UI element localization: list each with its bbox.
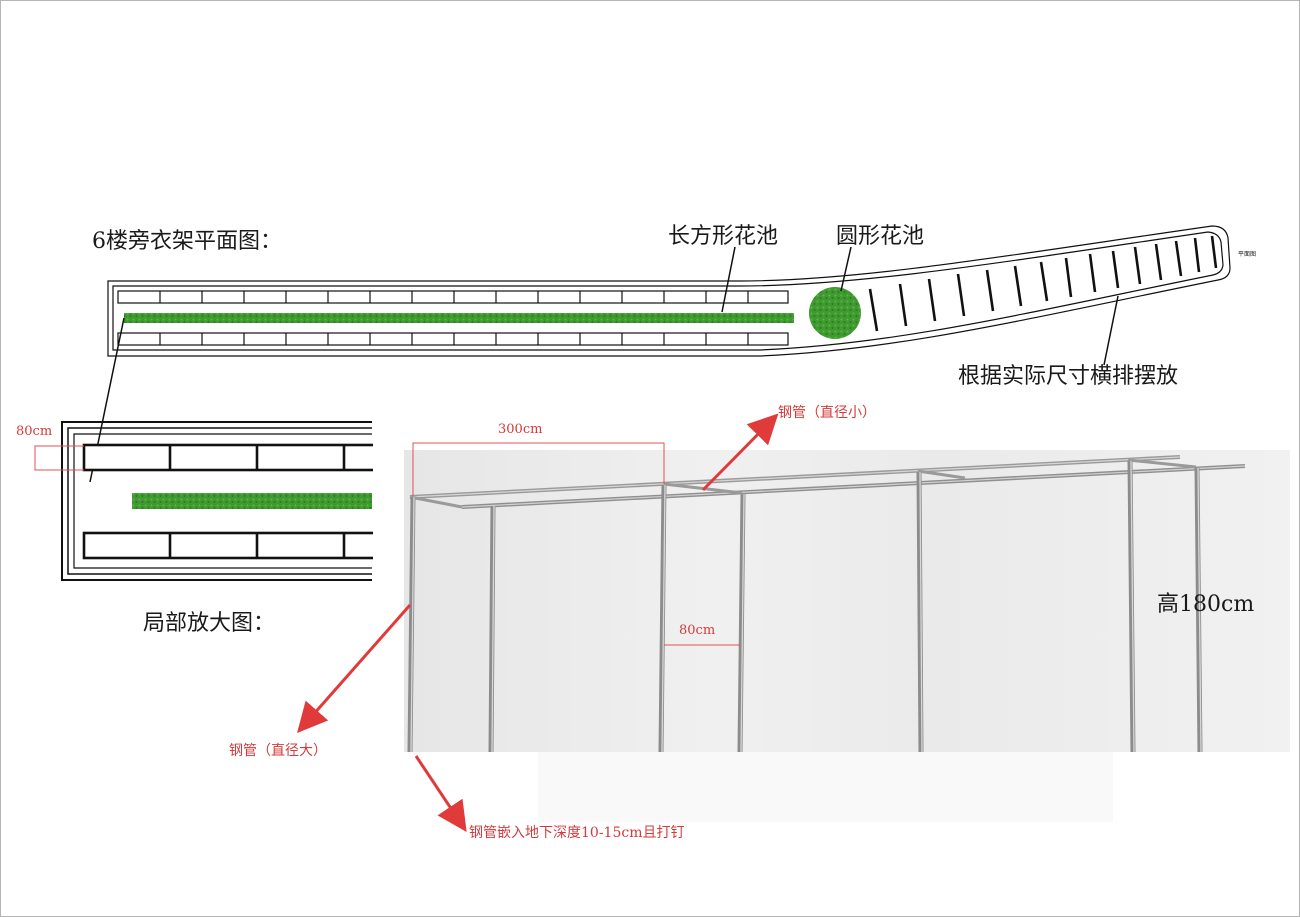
detail-width-label: 80cm bbox=[16, 424, 53, 439]
detail-width-bracket bbox=[34, 445, 84, 471]
arrange-note: 根据实际尺寸横排摆放 bbox=[958, 364, 1179, 389]
rect-pool-label: 长方形花池 bbox=[668, 224, 779, 249]
photo-shadow bbox=[538, 752, 1113, 822]
pipe-large-label: 钢管（直径大） bbox=[229, 743, 327, 759]
plan-outline bbox=[107, 225, 1231, 357]
pipe-small-label: 钢管（直径小） bbox=[778, 405, 876, 421]
pipe-depth-note: 钢管嵌入地下深度10-15cm且打钉 bbox=[469, 825, 685, 841]
rect-flower-pool bbox=[124, 313, 794, 323]
brick-row-bottom bbox=[117, 332, 789, 346]
detail-grass-strip bbox=[132, 493, 372, 509]
span-dimension bbox=[412, 442, 665, 496]
height-note: 高180cm bbox=[1157, 592, 1255, 617]
red-arrow-icon bbox=[297, 413, 779, 832]
rack-structure bbox=[407, 455, 1246, 753]
frame-width-label: 80cm bbox=[679, 623, 716, 638]
tiny-plan-mark: 平面图 bbox=[1238, 251, 1257, 258]
detail-view bbox=[61, 421, 386, 581]
rack-bars bbox=[868, 235, 1218, 332]
round-pool-label: 圆形花池 bbox=[836, 224, 925, 249]
plan-title: 6楼旁衣架平面图： bbox=[92, 229, 282, 254]
round-flower-pool bbox=[809, 287, 861, 339]
span-length-label: 300cm bbox=[498, 422, 543, 437]
brick-row-top bbox=[117, 290, 789, 304]
detail-title: 局部放大图： bbox=[143, 611, 276, 636]
